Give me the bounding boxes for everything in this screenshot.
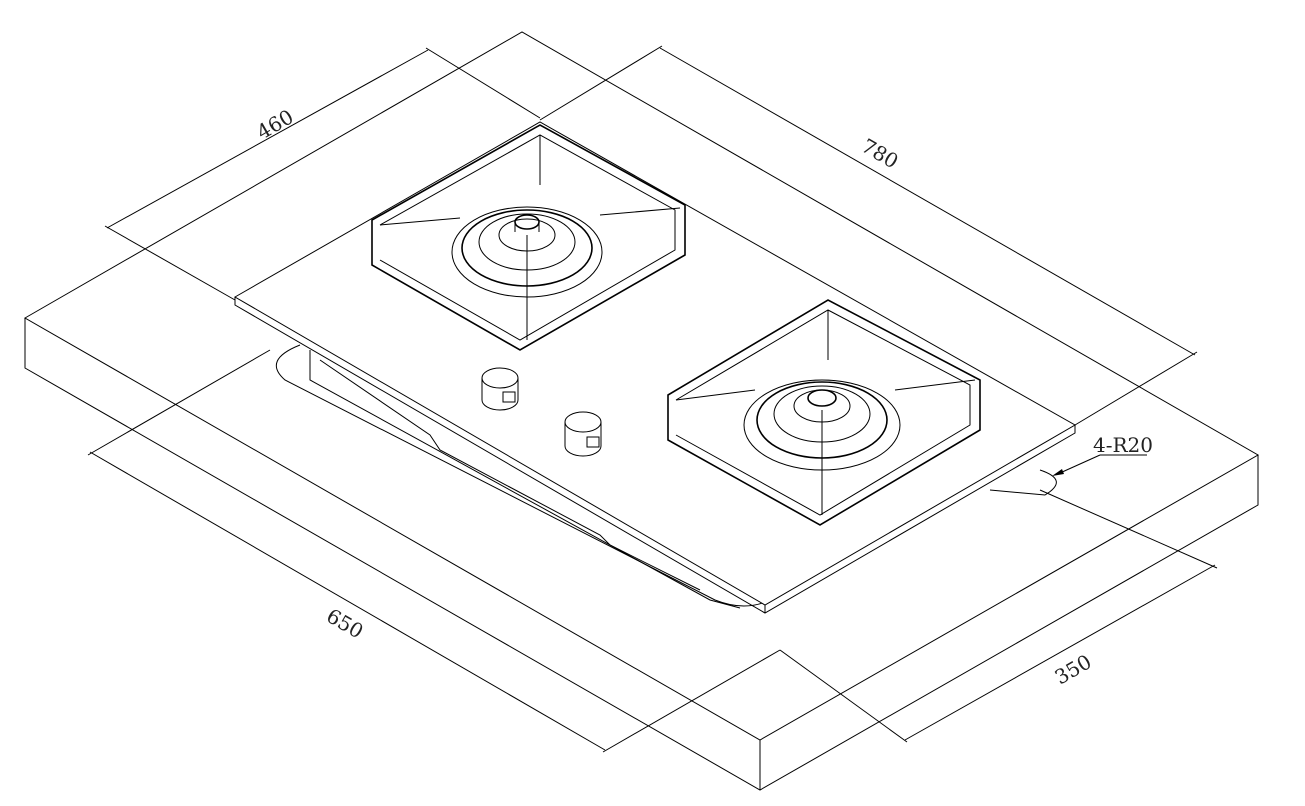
corner-radius-callout: 4-R20 (1052, 433, 1153, 476)
glass-top (234, 121, 1077, 614)
corner-radius-label: 4-R20 (1093, 433, 1153, 457)
cutout-outline (275, 344, 1057, 607)
burner-right (667, 299, 981, 526)
knob-left (481, 367, 519, 411)
dimension-label-350: 350 (1051, 649, 1096, 689)
knob-right (564, 411, 602, 457)
burner-left (371, 124, 686, 351)
dimension-label-780: 780 (858, 134, 903, 174)
dimension-label-650: 650 (323, 604, 368, 644)
hob-body (309, 350, 741, 609)
dimension-label-460: 460 (253, 104, 298, 144)
countertop (23, 31, 1260, 791)
